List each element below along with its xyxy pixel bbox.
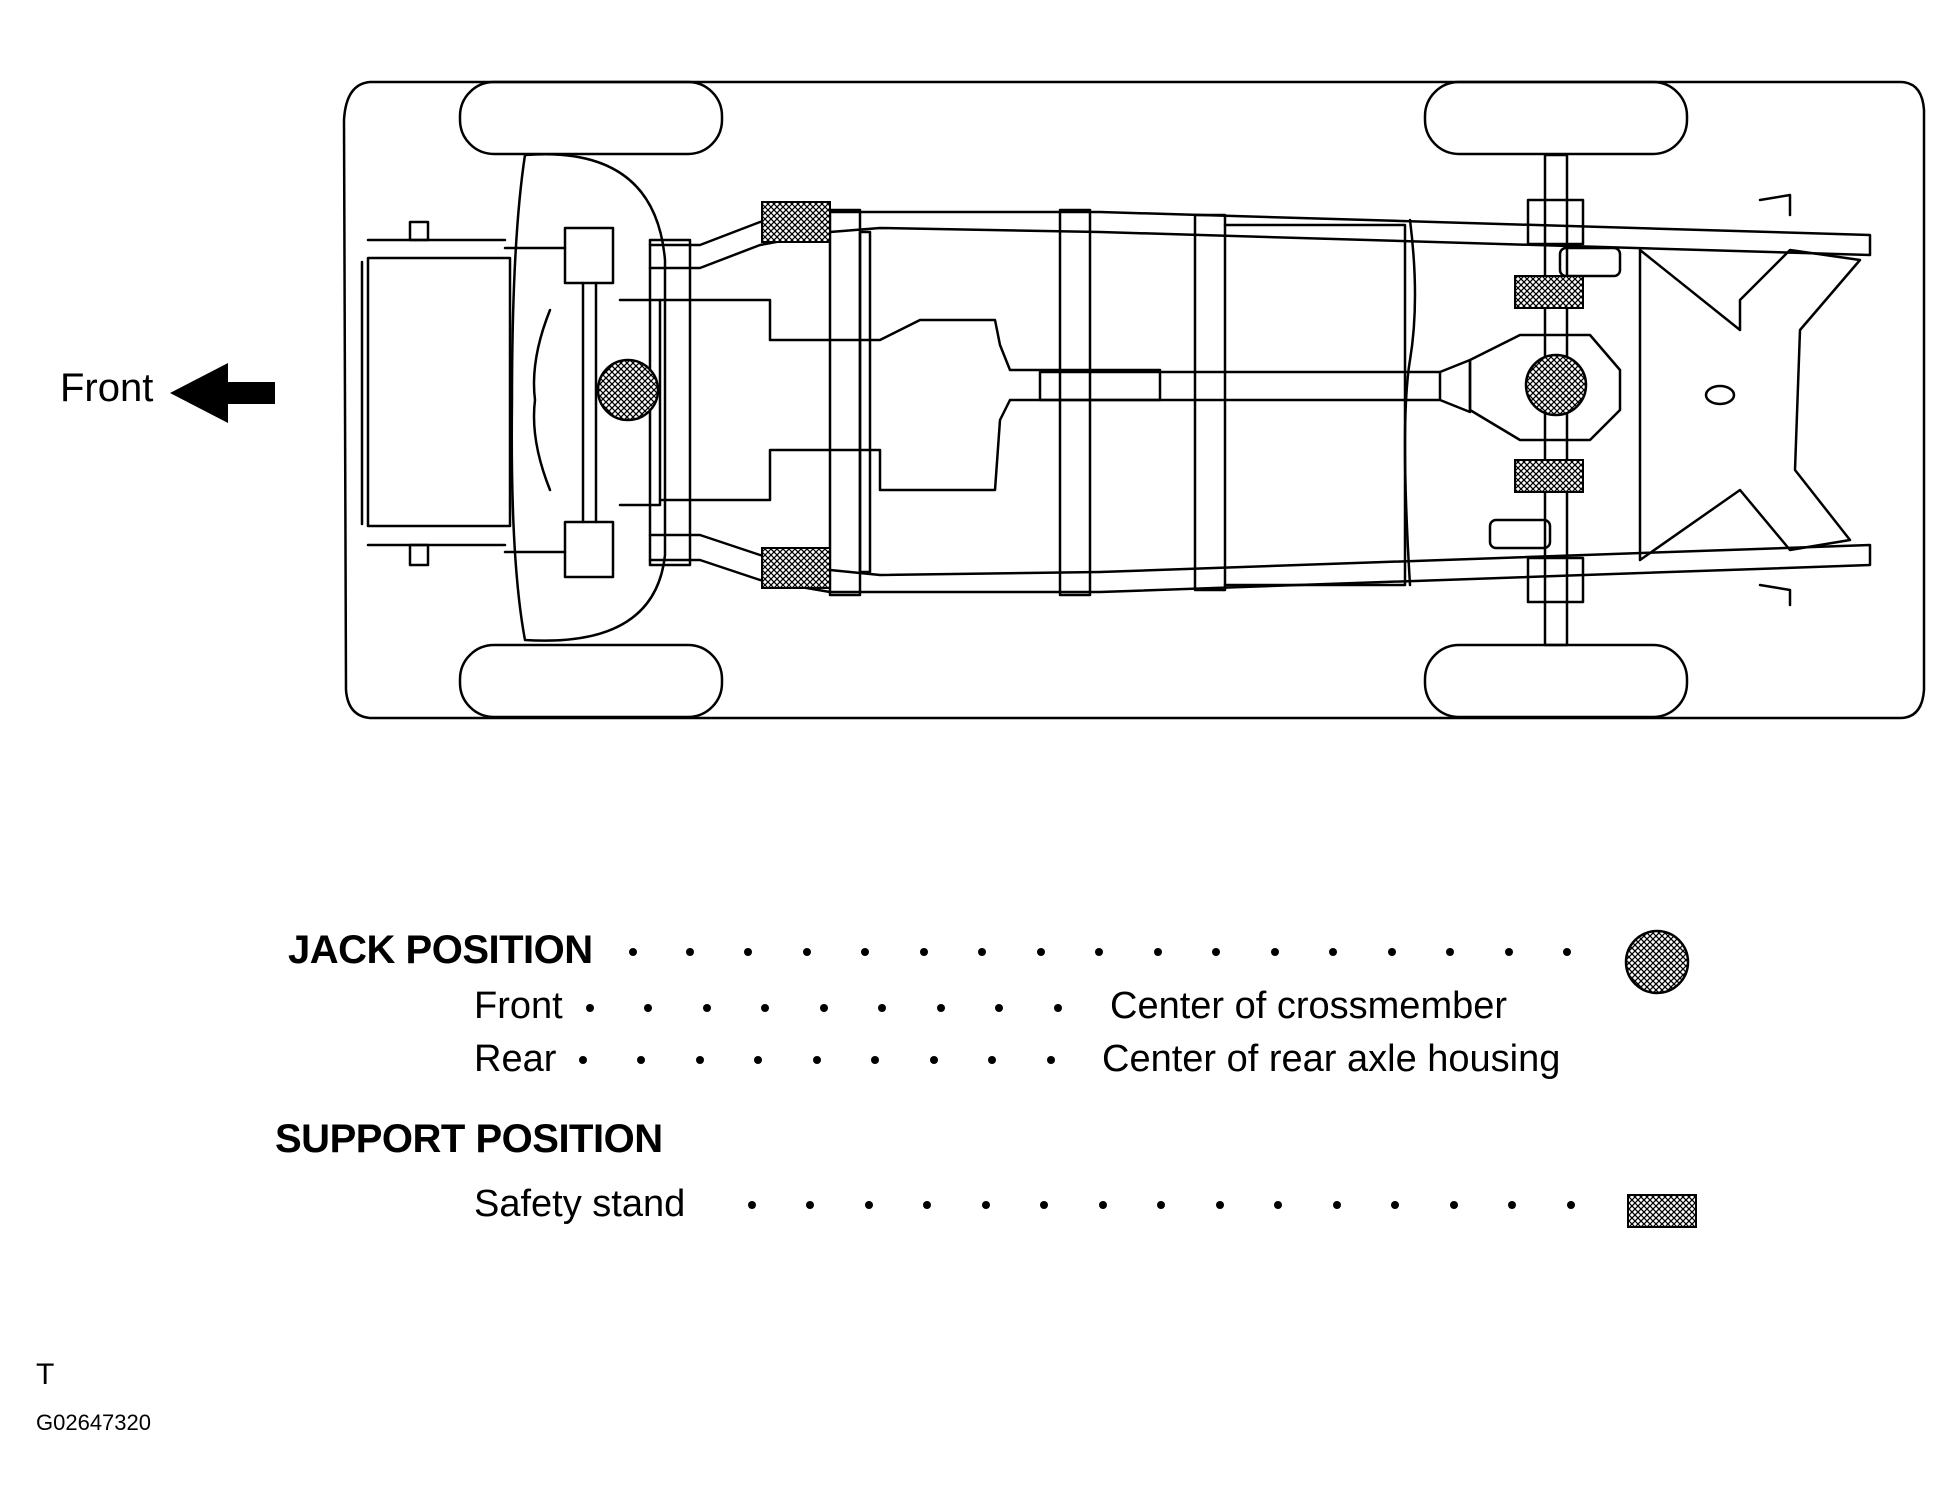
jack-point-rear [1524,353,1588,417]
wheel-front-right [458,643,724,719]
transmission [658,298,1162,502]
front-direction-label: Front [60,366,154,410]
frame-rail-right [648,533,1872,594]
figure-code: G02647320 [36,1410,151,1435]
wheel-front-left [458,80,724,156]
stand-point-front-right [761,547,831,589]
frame-rail-left [648,210,1872,270]
rear-x-member [1638,248,1862,562]
shock-right [1488,518,1552,550]
vehicle-body-outline [342,80,1926,720]
stand-point-front-left [761,201,831,243]
front-arrow-icon [170,363,275,423]
engine-block [366,256,512,528]
front-upright-right [563,520,615,579]
shock-left [1558,246,1622,278]
legend-leaders [579,948,1575,1209]
jack-point-front [596,358,660,422]
stand-point-rear-left [1514,275,1584,309]
jack-front-label: Front [474,985,563,1027]
wheel-rear-left [1423,80,1689,156]
rear-diff-housing [1468,333,1622,442]
crossmember-3 [1058,208,1092,597]
crossmember-2 [828,208,862,597]
jack-rear-label: Rear [474,1038,557,1080]
stand-point-rear-right [1514,459,1584,493]
safety-stand-label: Safety stand [474,1183,686,1225]
jack-front-value: Center of crossmember [1110,985,1508,1027]
support-position-heading: SUPPORT POSITION [275,1117,663,1161]
crossmember-4 [1193,213,1227,592]
jack-position-heading: JACK POSITION [288,928,593,972]
wheel-rear-right [1423,643,1689,719]
legend-jack-symbol [1624,929,1690,995]
front-wheel-arch [510,152,667,642]
front-upright-left [563,226,615,285]
driveshaft [1038,370,1442,402]
footer-marker: T [36,1358,55,1391]
jack-rear-value: Center of rear axle housing [1102,1038,1561,1080]
legend-stand-symbol [1627,1194,1697,1228]
